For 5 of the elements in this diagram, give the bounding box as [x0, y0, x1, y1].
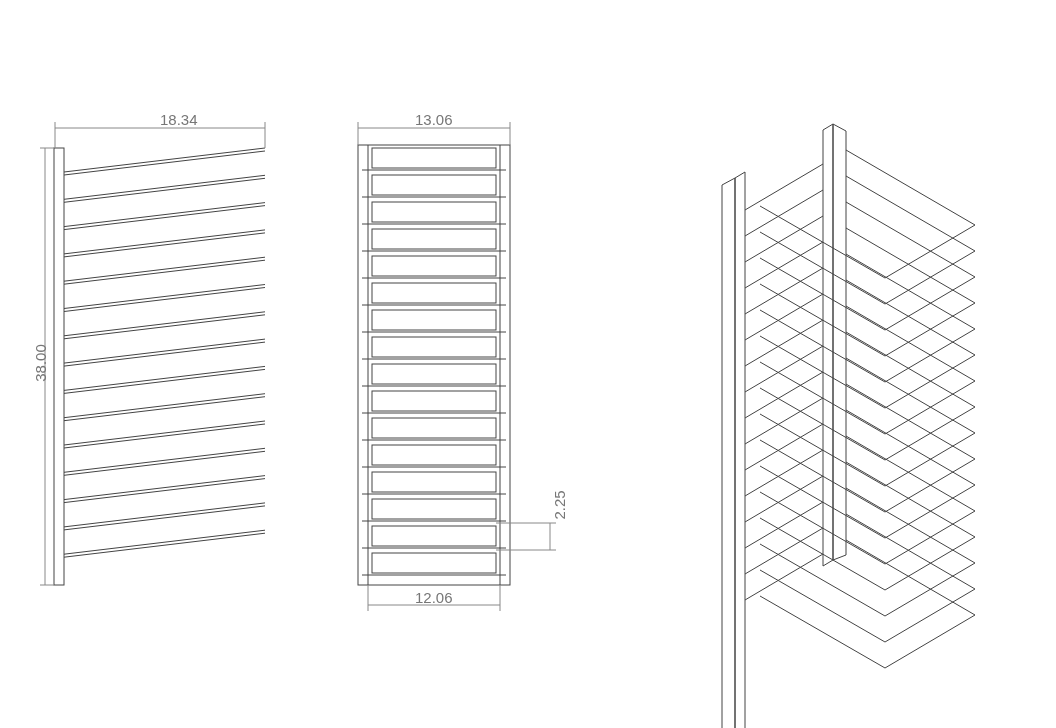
dimension-label: 13.06 [415, 112, 453, 128]
dimension-label: 2.25 [551, 490, 568, 520]
dimension-label: 18.34 [160, 112, 198, 128]
dimension-label: 12.06 [415, 590, 453, 606]
dimension-label: 38.00 [32, 344, 49, 382]
